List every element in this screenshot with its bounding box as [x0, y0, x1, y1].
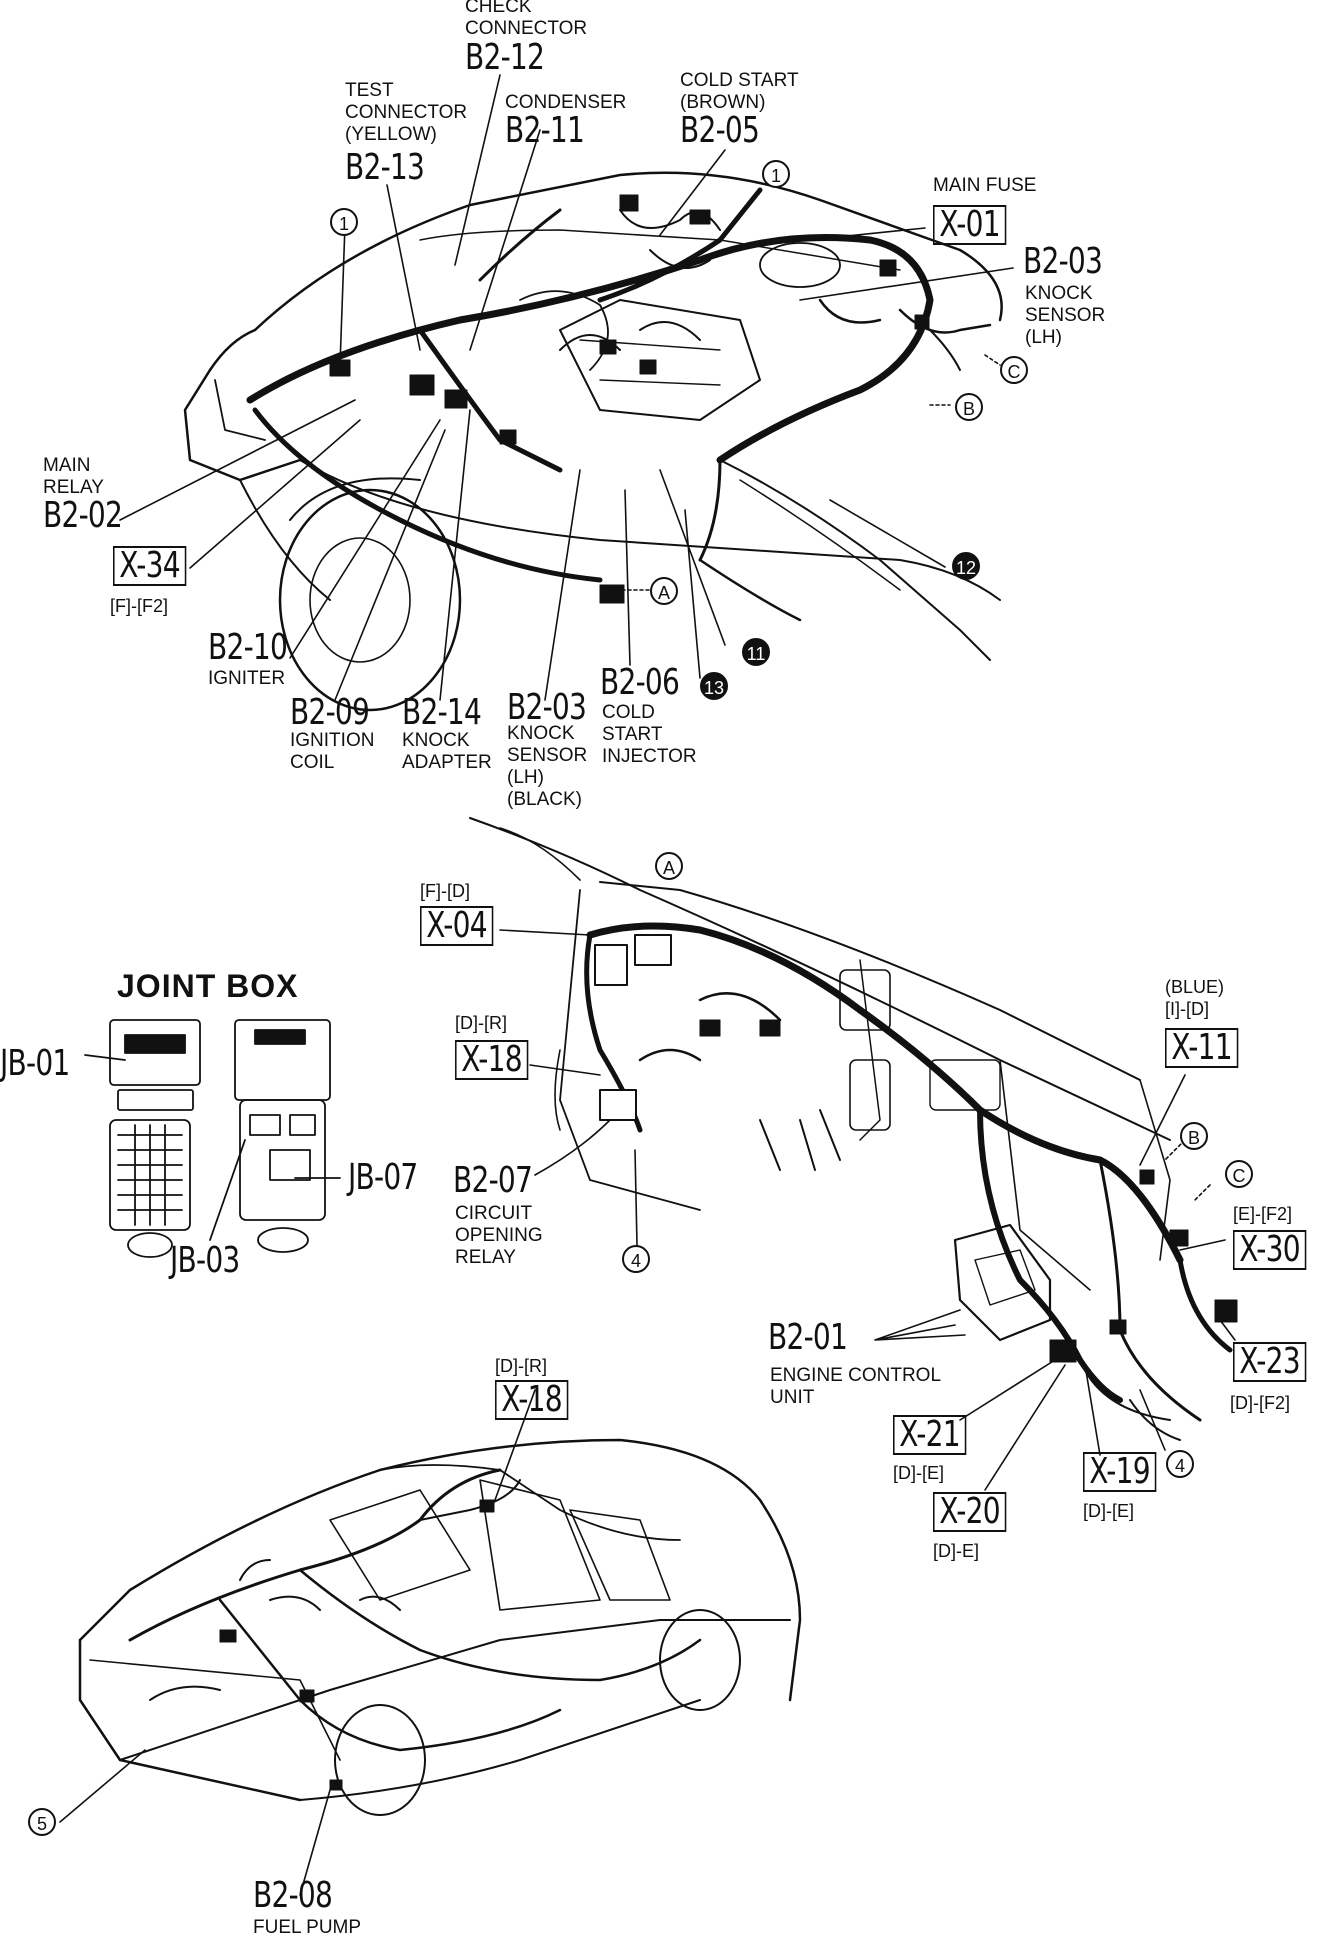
knock-sensor-lh-desc: KNOCK SENSOR (LH) (BLACK): [507, 723, 588, 810]
body-marker-5: 5: [28, 1808, 56, 1836]
jb01-label: JB-01: [0, 1043, 70, 1084]
cold-start-code: B2-05: [680, 110, 760, 151]
marker-1-left: 1: [330, 208, 358, 236]
engine-leader-lines: [119, 74, 1014, 701]
main-fuse-desc: MAIN FUSE: [933, 175, 1037, 196]
body-leader-lines: [59, 1389, 536, 1896]
dash-marker-c: C: [1225, 1160, 1253, 1188]
x18-dash-code: X-18: [455, 1040, 529, 1080]
x21-code: X-21: [893, 1415, 967, 1455]
dash-marker-b: B: [1180, 1122, 1208, 1150]
main-fuse-code: X-01: [933, 205, 1007, 245]
test-connector-code: B2-13: [345, 147, 425, 188]
x21-grid: [D]-[E]: [893, 1463, 945, 1483]
joint-box-title: JOINT BOX: [117, 968, 299, 1004]
jb07-label: JB-07: [348, 1157, 418, 1198]
ignition-coil-code: B2-09: [290, 692, 370, 733]
x34-code: X-34: [113, 546, 187, 586]
marker-c: C: [1000, 356, 1028, 384]
dash-marker-4-right: 4: [1166, 1450, 1194, 1478]
dash-marker-a: A: [655, 852, 683, 880]
cold-start-injector-desc: COLD START INJECTOR: [602, 702, 697, 767]
engine-bay-drawing: [183, 171, 1003, 712]
marker-a: A: [650, 577, 678, 605]
marker-1-right: 1: [762, 160, 790, 188]
circuit-relay-desc: CIRCUIT OPENING RELAY: [455, 1203, 543, 1268]
x11-grid: (BLUE) [I]-[D]: [1165, 977, 1225, 1019]
marker-12: 12: [952, 552, 980, 580]
ecu-desc: ENGINE CONTROL UNIT: [770, 1365, 942, 1408]
dash-leader-lines: [499, 929, 1236, 1491]
x19-code: X-19: [1083, 1452, 1157, 1492]
condenser-code: B2-11: [505, 110, 585, 151]
knock-sensor-lh-code: B2-03: [507, 687, 587, 728]
marker-13: 13: [700, 672, 728, 700]
knock-sensor-rh-code: B2-03: [1023, 241, 1103, 282]
check-connector-desc: CHECK CONNECTOR: [465, 0, 588, 39]
x30-grid: [E]-[F2]: [1233, 1204, 1293, 1224]
test-connector-desc: TEST CONNECTOR (YELLOW): [345, 80, 468, 145]
dashboard-drawing: [469, 817, 1238, 1441]
x23-code: X-23: [1233, 1342, 1307, 1382]
knock-sensor-rh-desc: KNOCK SENSOR (LH): [1025, 283, 1106, 348]
fuel-pump-code: B2-08: [253, 1875, 333, 1916]
joint-box-drawing: [84, 1019, 341, 1258]
ecu-code: B2-01: [768, 1317, 848, 1358]
x34-grid: [F]-[F2]: [110, 596, 168, 616]
x20-code: X-20: [933, 1492, 1007, 1532]
marker-11: 11: [742, 638, 770, 666]
main-relay-code: B2-02: [43, 495, 123, 536]
x20-grid: [D]-E]: [933, 1541, 980, 1561]
x11-code: X-11: [1165, 1028, 1239, 1068]
circuit-relay-code: B2-07: [453, 1160, 533, 1201]
main-relay-desc: MAIN RELAY: [43, 455, 104, 498]
check-connector-code: B2-12: [465, 37, 545, 78]
x19-grid: [D]-[E]: [1083, 1501, 1135, 1521]
igniter-code: B2-10: [208, 627, 288, 668]
cold-start-injector-code: B2-06: [600, 662, 680, 703]
x04-code: X-04: [420, 906, 494, 946]
ignition-coil-desc: IGNITION COIL: [290, 730, 375, 773]
knock-adapter-desc: KNOCK ADAPTER: [402, 730, 492, 773]
x18-body-grid: [D]-[R]: [495, 1356, 547, 1376]
fuel-pump-desc: FUEL PUMP: [253, 1917, 362, 1938]
dash-marker-4-left: 4: [622, 1245, 650, 1273]
knock-adapter-code: B2-14: [402, 692, 482, 733]
condenser-desc: CONDENSER: [505, 92, 627, 113]
x18-body-code: X-18: [495, 1380, 569, 1420]
x30-code: X-30: [1233, 1230, 1307, 1270]
marker-b: B: [955, 393, 983, 421]
x04-grid: [F]-[D]: [420, 881, 470, 901]
igniter-desc: IGNITER: [208, 668, 286, 689]
x18-dash-grid: [D]-[R]: [455, 1013, 507, 1033]
cold-start-desc: COLD START (BROWN): [680, 70, 799, 113]
x23-grid: [D]-[F2]: [1230, 1393, 1291, 1413]
rear-body-drawing: [78, 1438, 802, 1816]
jb03-label: JB-03: [170, 1240, 240, 1281]
